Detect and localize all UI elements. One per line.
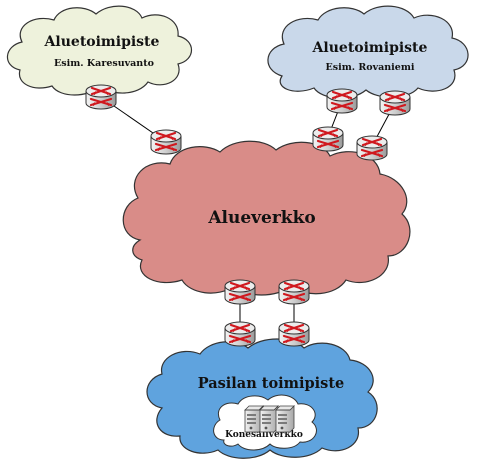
datacenter-title: Konesaliverkko	[225, 430, 303, 440]
router-icon	[311, 125, 345, 153]
router-icon	[355, 134, 389, 162]
router-icon	[149, 128, 183, 156]
left-office-subtitle: Esim. Karesuvanto	[54, 58, 154, 69]
cloud-left-office: Aluetoimipiste Esim. Karesuvanto	[6, 5, 193, 96]
cloud-regional-shape	[122, 140, 411, 296]
regional-network-title: Alueverkko	[207, 208, 315, 228]
pasila-office-title: Pasilan toimipiste	[198, 375, 345, 392]
router-icon	[325, 87, 359, 115]
right-office-title: Aluetoimipiste	[312, 40, 428, 56]
router-icon	[223, 320, 257, 348]
router-icon	[277, 320, 311, 348]
server-icon	[275, 405, 295, 433]
server-icon	[259, 405, 279, 433]
cloud-left-shape	[6, 5, 193, 96]
left-office-title: Aluetoimipiste	[44, 34, 160, 50]
right-office-subtitle: Esim. Rovaniemi	[326, 62, 415, 73]
router-icon	[378, 89, 412, 117]
router-icon	[223, 278, 257, 306]
server-group	[244, 405, 295, 433]
router-icon	[84, 83, 118, 111]
cloud-right-office: Aluetoimipiste Esim. Rovaniemi	[267, 5, 469, 99]
router-icon	[277, 278, 311, 306]
cloud-regional-network: Alueverkko	[122, 140, 411, 296]
